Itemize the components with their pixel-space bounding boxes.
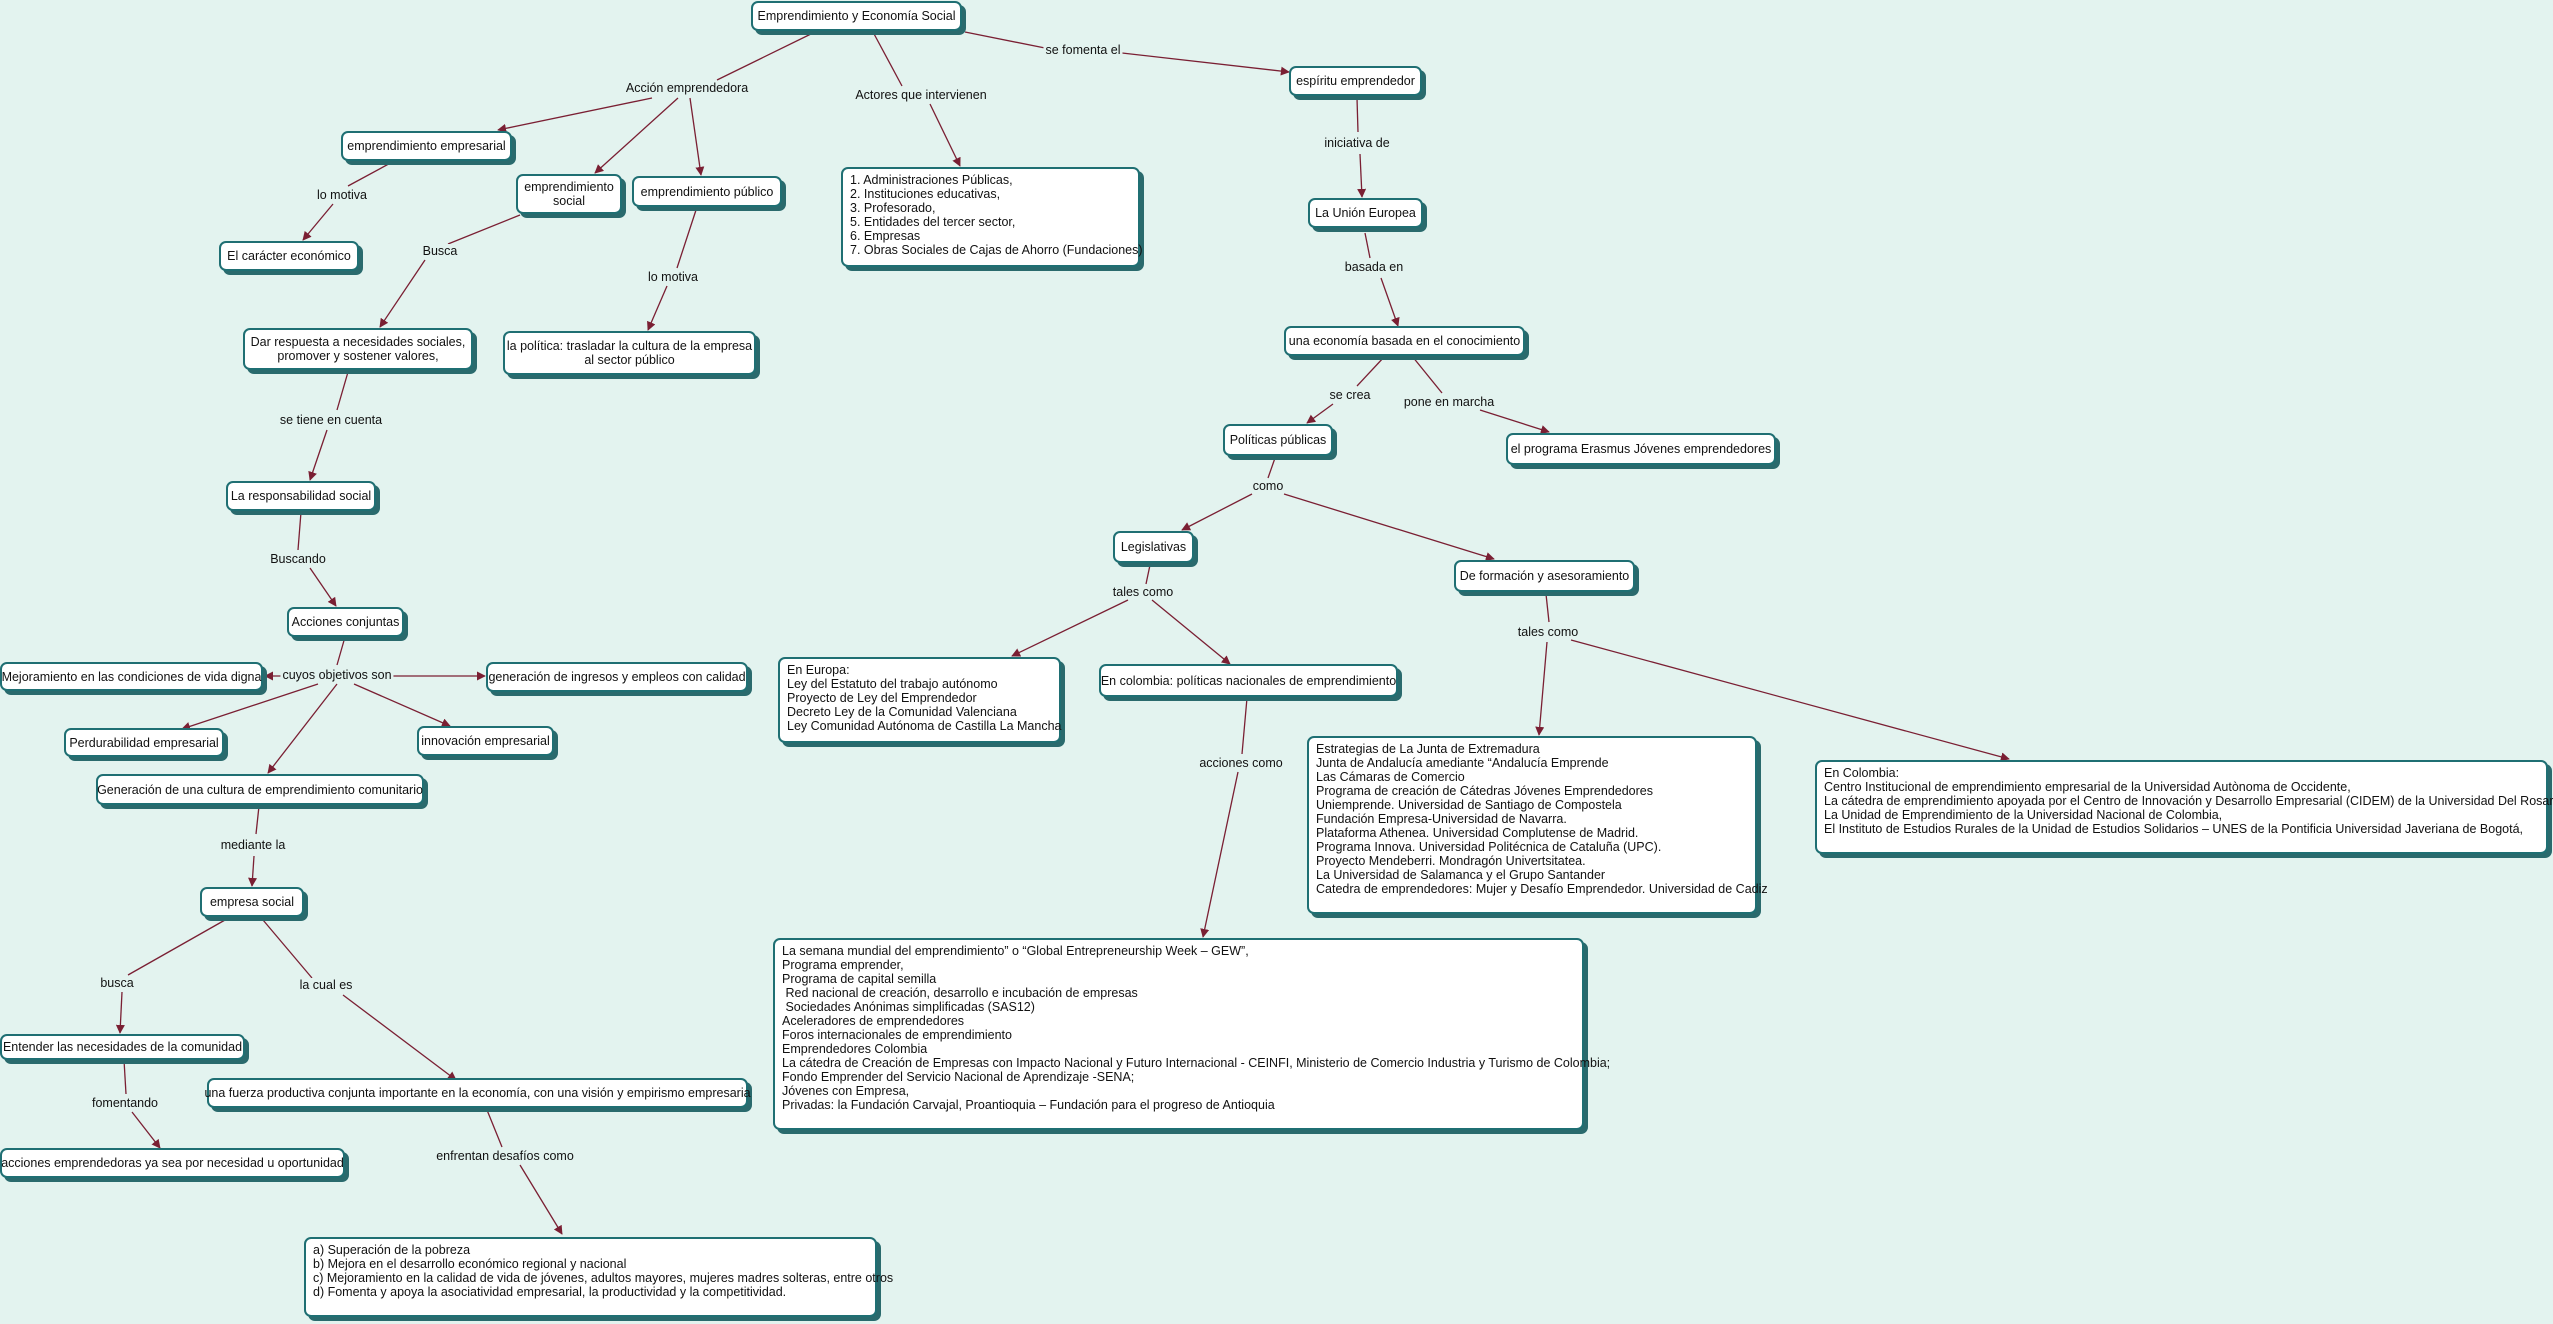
- node-union-europea[interactable]: La Unión Europea: [1308, 198, 1423, 228]
- link-label-enfrentan: enfrentan desafíos como: [434, 1149, 576, 1163]
- node-acciones-emprendedoras[interactable]: acciones emprendedoras ya sea por necesi…: [0, 1148, 345, 1178]
- node-en-europa-list[interactable]: En Europa: Ley del Estatuto del trabajo …: [778, 657, 1061, 743]
- node-formacion-asesoramiento[interactable]: De formación y asesoramiento: [1454, 560, 1635, 592]
- node-emprendimiento-empresarial[interactable]: emprendimiento empresarial: [341, 131, 512, 161]
- node-generacion-cultura[interactable]: Generación de una cultura de emprendimie…: [96, 774, 424, 805]
- node-colombia-instituciones-list[interactable]: En Colombia: Centro Institucional de emp…: [1815, 760, 2553, 854]
- node-emprendimiento-publico[interactable]: emprendimiento público: [632, 176, 782, 207]
- link-label-accion-emprendedora: Acción emprendedora: [623, 81, 751, 95]
- link-label-la-cual: la cual es: [297, 978, 355, 992]
- link-label-iniciativa: iniciativa de: [1322, 136, 1392, 150]
- node-semana-mundial-list[interactable]: La semana mundial del emprendimiento” o …: [773, 938, 1610, 1130]
- node-politica-trasladar[interactable]: la política: trasladar la cultura de la …: [503, 331, 756, 375]
- node-root[interactable]: Emprendimiento y Economía Social: [751, 1, 962, 31]
- link-label-basada: basada en: [1342, 260, 1406, 274]
- node-entender-necesidades[interactable]: Entender las necesidades de la comunidad: [0, 1034, 245, 1060]
- link-label-se-crea: se crea: [1327, 388, 1373, 402]
- node-dar-respuesta[interactable]: Dar respuesta a necesidades sociales, pr…: [243, 328, 473, 370]
- node-caracter-economico[interactable]: El carácter económico: [219, 241, 359, 271]
- link-label-lo-motiva-publico: lo motiva: [645, 270, 701, 284]
- node-desafios-list[interactable]: a) Superación de la pobreza b) Mejora en…: [304, 1237, 893, 1317]
- node-generacion-ingresos[interactable]: generación de ingresos y empleos con cal…: [486, 662, 748, 692]
- link-label-acciones-como: acciones como: [1197, 756, 1285, 770]
- node-actores-list[interactable]: 1. Administraciones Públicas, 2. Institu…: [841, 167, 1143, 267]
- node-innovacion[interactable]: innovación empresarial: [417, 726, 554, 756]
- link-label-lo-motiva-empresarial: lo motiva: [314, 188, 370, 202]
- node-estrategias-list[interactable]: Estrategias de La Junta de Extremadura J…: [1307, 736, 1768, 914]
- node-espiritu-emprendedor[interactable]: espíritu emprendedor: [1289, 66, 1422, 96]
- node-economia-conocimiento[interactable]: una economía basada en el conocimiento: [1284, 326, 1525, 356]
- link-label-mediante: mediante la: [218, 838, 288, 852]
- node-legislativas[interactable]: Legislativas: [1113, 531, 1194, 563]
- node-responsabilidad-social[interactable]: La responsabilidad social: [226, 481, 376, 511]
- node-perdurabilidad[interactable]: Perdurabilidad empresarial: [64, 728, 224, 757]
- link-label-buscando: Buscando: [268, 552, 328, 566]
- node-fuerza-productiva[interactable]: una fuerza productiva conjunta important…: [204, 1078, 751, 1108]
- node-politicas-publicas[interactable]: Políticas públicas: [1223, 424, 1333, 456]
- link-label-se-fomenta: se fomenta el: [1043, 43, 1123, 57]
- node-programa-erasmus[interactable]: el programa Erasmus Jóvenes emprendedore…: [1506, 433, 1776, 465]
- link-label-cuyos-objetivos: cuyos objetivos son: [280, 668, 394, 682]
- node-empresa-social[interactable]: empresa social: [200, 887, 304, 917]
- link-label-se-tiene: se tiene en cuenta: [277, 413, 385, 427]
- link-label-fomentando: fomentando: [89, 1096, 161, 1110]
- link-label-pone-marcha: pone en marcha: [1401, 395, 1497, 409]
- link-label-actores: Actores que intervienen: [853, 88, 989, 102]
- link-label-tales-como-formacion: tales como: [1515, 625, 1581, 639]
- link-label-como: como: [1250, 479, 1286, 493]
- node-mejoramiento-vida[interactable]: Mejoramiento en las condiciones de vida …: [0, 662, 263, 691]
- node-colombia-politicas[interactable]: En colombia: políticas nacionales de emp…: [1099, 664, 1398, 697]
- link-label-busca-empresa: busca: [98, 976, 136, 990]
- link-label-busca-social: Busca: [420, 244, 460, 258]
- node-emprendimiento-social[interactable]: emprendimiento social: [516, 174, 622, 214]
- node-acciones-conjuntas[interactable]: Acciones conjuntas: [287, 607, 404, 637]
- link-label-tales-como-legislativas: tales como: [1110, 585, 1176, 599]
